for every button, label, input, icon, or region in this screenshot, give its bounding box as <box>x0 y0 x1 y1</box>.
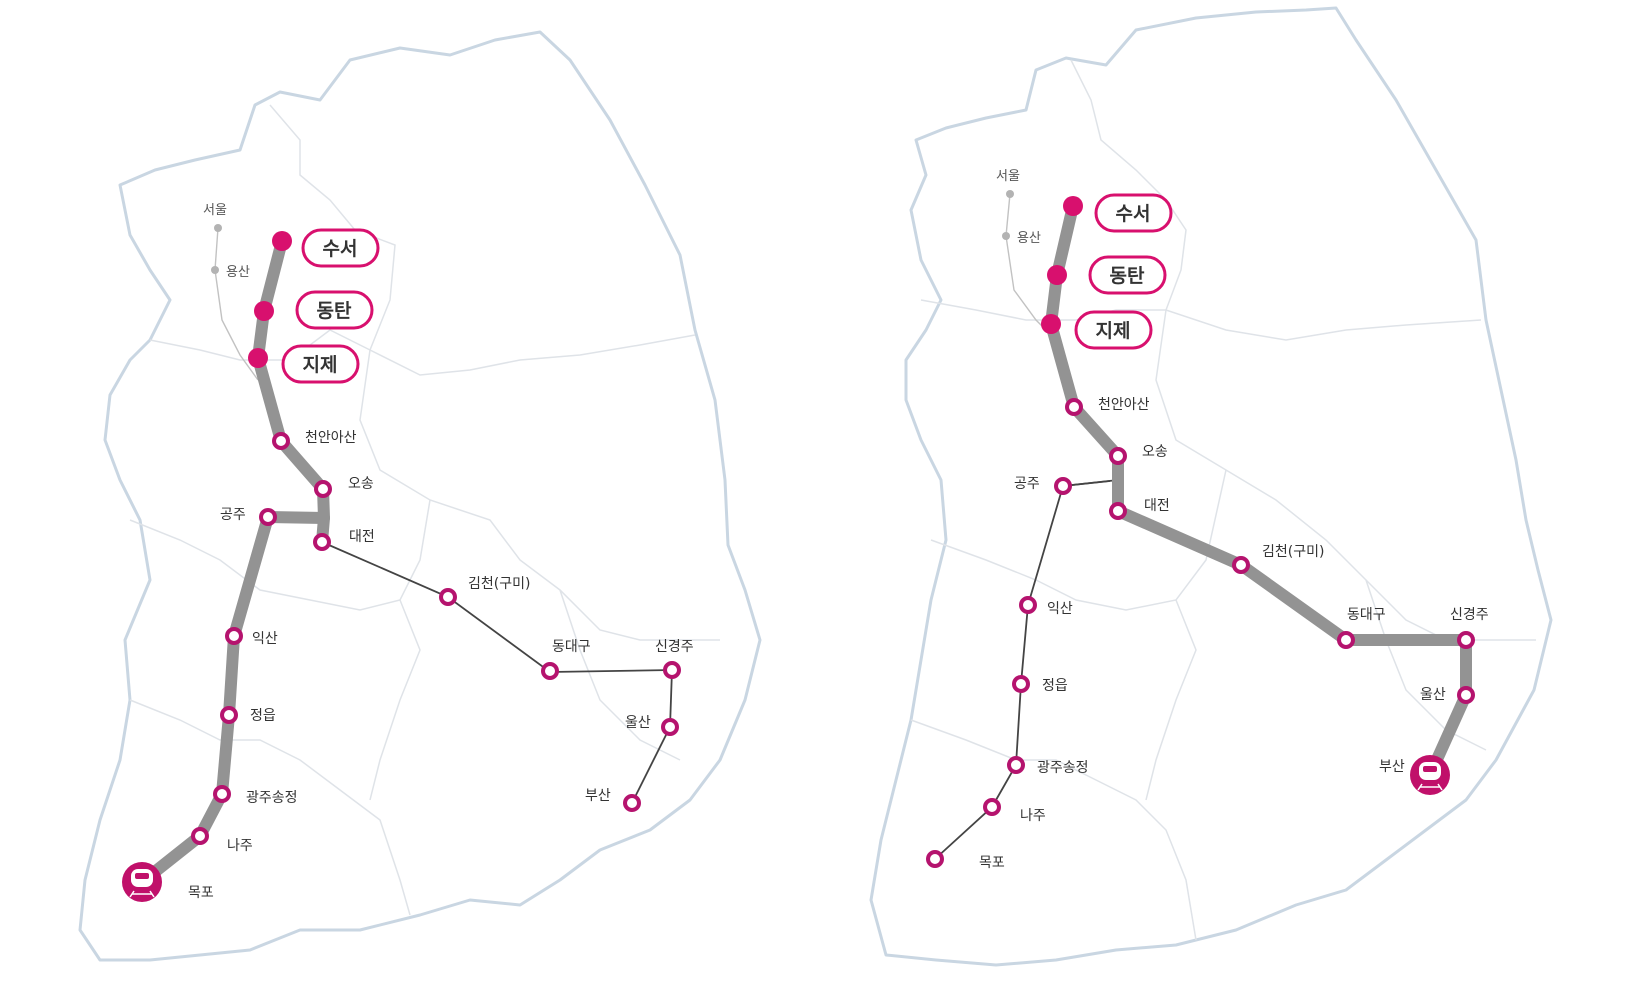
label-iksan: 익산 <box>1047 601 1073 617</box>
pill-label-dongtan: 동탄 <box>317 300 352 322</box>
label-gongju: 공주 <box>1014 476 1040 492</box>
label-osong: 오송 <box>1142 444 1168 460</box>
station-dot-yongsan <box>1002 232 1010 240</box>
pill-suseo[interactable]: 수서 <box>301 228 380 268</box>
route-map-honam: 서울 용산 천안아산 오송 공주 대전 김천(구미) 동대구 신경주 울산 부산… <box>78 30 762 962</box>
train-icon <box>129 869 155 898</box>
pill-jije[interactable]: 지제 <box>281 344 360 384</box>
label-naju: 나주 <box>227 838 253 854</box>
station-dot-cheonan[interactable] <box>272 432 290 450</box>
label-gimcheon: 김천(구미) <box>468 576 530 592</box>
map-canvas: 서울 용산 천안아산 오송 공주 대전 김천(구미) 동대구 신경주 울산 부산… <box>869 6 1553 967</box>
station-dot-busan[interactable] <box>623 794 641 812</box>
side-line-gyeongbu <box>321 541 673 804</box>
label-ulsan: 울산 <box>625 715 651 731</box>
station-dot-dongdaegu[interactable] <box>541 662 559 680</box>
side-line-osong-gongju <box>1062 479 1119 487</box>
station-dot-dongdaegu[interactable] <box>1337 631 1355 649</box>
label-yongsan: 용산 <box>1017 231 1041 246</box>
station-dot-gongju[interactable] <box>1054 477 1072 495</box>
label-osong: 오송 <box>348 476 374 492</box>
pill-suseo[interactable]: 수서 <box>1094 193 1173 233</box>
station-dot-daejeon[interactable] <box>1109 502 1127 520</box>
station-dot-jije[interactable] <box>1041 314 1061 334</box>
map-canvas: 서울 용산 천안아산 오송 공주 대전 김천(구미) 동대구 신경주 울산 부산… <box>78 30 762 962</box>
station-markers <box>191 224 681 845</box>
pill-label-jije: 지제 <box>1096 320 1131 342</box>
station-dot-naju[interactable] <box>191 827 209 845</box>
station-dot-iksan[interactable] <box>225 627 243 645</box>
province-borders <box>910 59 1536 941</box>
station-dot-osong[interactable] <box>1109 447 1127 465</box>
station-dot-ulsan[interactable] <box>1457 686 1475 704</box>
label-mokpo: 목포 <box>188 885 214 901</box>
ktx-line-seoul <box>214 227 259 381</box>
land-outline <box>78 30 762 962</box>
station-labels: 서울 용산 천안아산 오송 공주 대전 김천(구미) 동대구 신경주 울산 부산… <box>188 203 694 901</box>
label-naju: 나주 <box>1020 808 1046 824</box>
station-dot-suseo[interactable] <box>272 231 292 251</box>
station-dot-osong[interactable] <box>314 480 332 498</box>
label-busan: 부산 <box>585 788 611 804</box>
land-outline <box>869 6 1553 967</box>
station-markers <box>926 190 1475 868</box>
station-dot-suseo[interactable] <box>1063 196 1083 216</box>
label-cheonan: 천안아산 <box>305 430 357 446</box>
label-mokpo: 목포 <box>979 855 1005 871</box>
label-dongdaegu: 동대구 <box>1347 607 1386 623</box>
province-borders <box>129 104 720 916</box>
station-dot-singyeongju[interactable] <box>1457 631 1475 649</box>
label-dongdaegu: 동대구 <box>552 639 591 655</box>
label-singyeongju: 신경주 <box>1450 607 1489 623</box>
station-dot-seoul <box>214 224 222 232</box>
station-dot-dongtan[interactable] <box>254 301 274 321</box>
station-dot-daejeon[interactable] <box>313 533 331 551</box>
terminus-mokpo[interactable] <box>122 862 162 902</box>
label-jeongeup: 정읍 <box>250 708 276 724</box>
station-dot-naju[interactable] <box>983 798 1001 816</box>
pill-dongtan[interactable]: 동탄 <box>295 290 374 330</box>
pill-jije[interactable]: 지제 <box>1074 310 1153 350</box>
station-dot-ulsan[interactable] <box>661 718 679 736</box>
station-dot-gongju[interactable] <box>259 508 277 526</box>
station-dot-dongtan[interactable] <box>1047 265 1067 285</box>
pill-label-suseo: 수서 <box>1116 203 1151 225</box>
station-dot-yongsan <box>211 266 219 274</box>
station-labels: 서울 용산 천안아산 오송 공주 대전 김천(구미) 동대구 신경주 울산 부산… <box>979 169 1489 871</box>
pill-label-jije: 지제 <box>303 354 338 376</box>
label-ulsan: 울산 <box>1420 687 1446 703</box>
label-daejeon: 대전 <box>349 529 375 545</box>
label-gongju: 공주 <box>220 507 246 523</box>
pill-label-suseo: 수서 <box>323 238 358 260</box>
train-icon <box>1417 762 1443 791</box>
label-daejeon: 대전 <box>1144 498 1170 514</box>
station-dot-gimcheon[interactable] <box>439 588 457 606</box>
station-dot-gimcheon[interactable] <box>1232 556 1250 574</box>
label-busan: 부산 <box>1379 759 1405 775</box>
label-iksan: 익산 <box>252 631 278 647</box>
station-dot-cheonan[interactable] <box>1065 398 1083 416</box>
label-yongsan: 용산 <box>226 265 250 280</box>
pill-label-dongtan: 동탄 <box>1110 265 1145 287</box>
station-dot-gwangju[interactable] <box>1007 756 1025 774</box>
pill-dongtan[interactable]: 동탄 <box>1088 255 1167 295</box>
station-dot-iksan[interactable] <box>1019 596 1037 614</box>
label-jeongeup: 정읍 <box>1042 678 1068 694</box>
label-gimcheon: 김천(구미) <box>1262 544 1324 560</box>
label-singyeongju: 신경주 <box>655 639 694 655</box>
station-dot-jije[interactable] <box>248 348 268 368</box>
station-dot-mokpo[interactable] <box>926 850 944 868</box>
station-dot-jeongeup[interactable] <box>1012 675 1030 693</box>
terminus-busan[interactable] <box>1410 755 1450 795</box>
label-gwangju: 광주송정 <box>1037 760 1089 776</box>
station-dot-seoul <box>1006 190 1014 198</box>
label-seoul: 서울 <box>996 169 1020 184</box>
station-dot-gwangju[interactable] <box>213 785 231 803</box>
station-dot-singyeongju[interactable] <box>663 661 681 679</box>
label-gwangju: 광주송정 <box>246 790 298 806</box>
station-dot-jeongeup[interactable] <box>220 706 238 724</box>
label-cheonan: 천안아산 <box>1098 397 1150 413</box>
label-seoul: 서울 <box>203 203 227 218</box>
route-map-gyeongbu: 서울 용산 천안아산 오송 공주 대전 김천(구미) 동대구 신경주 울산 부산… <box>826 0 1652 1005</box>
